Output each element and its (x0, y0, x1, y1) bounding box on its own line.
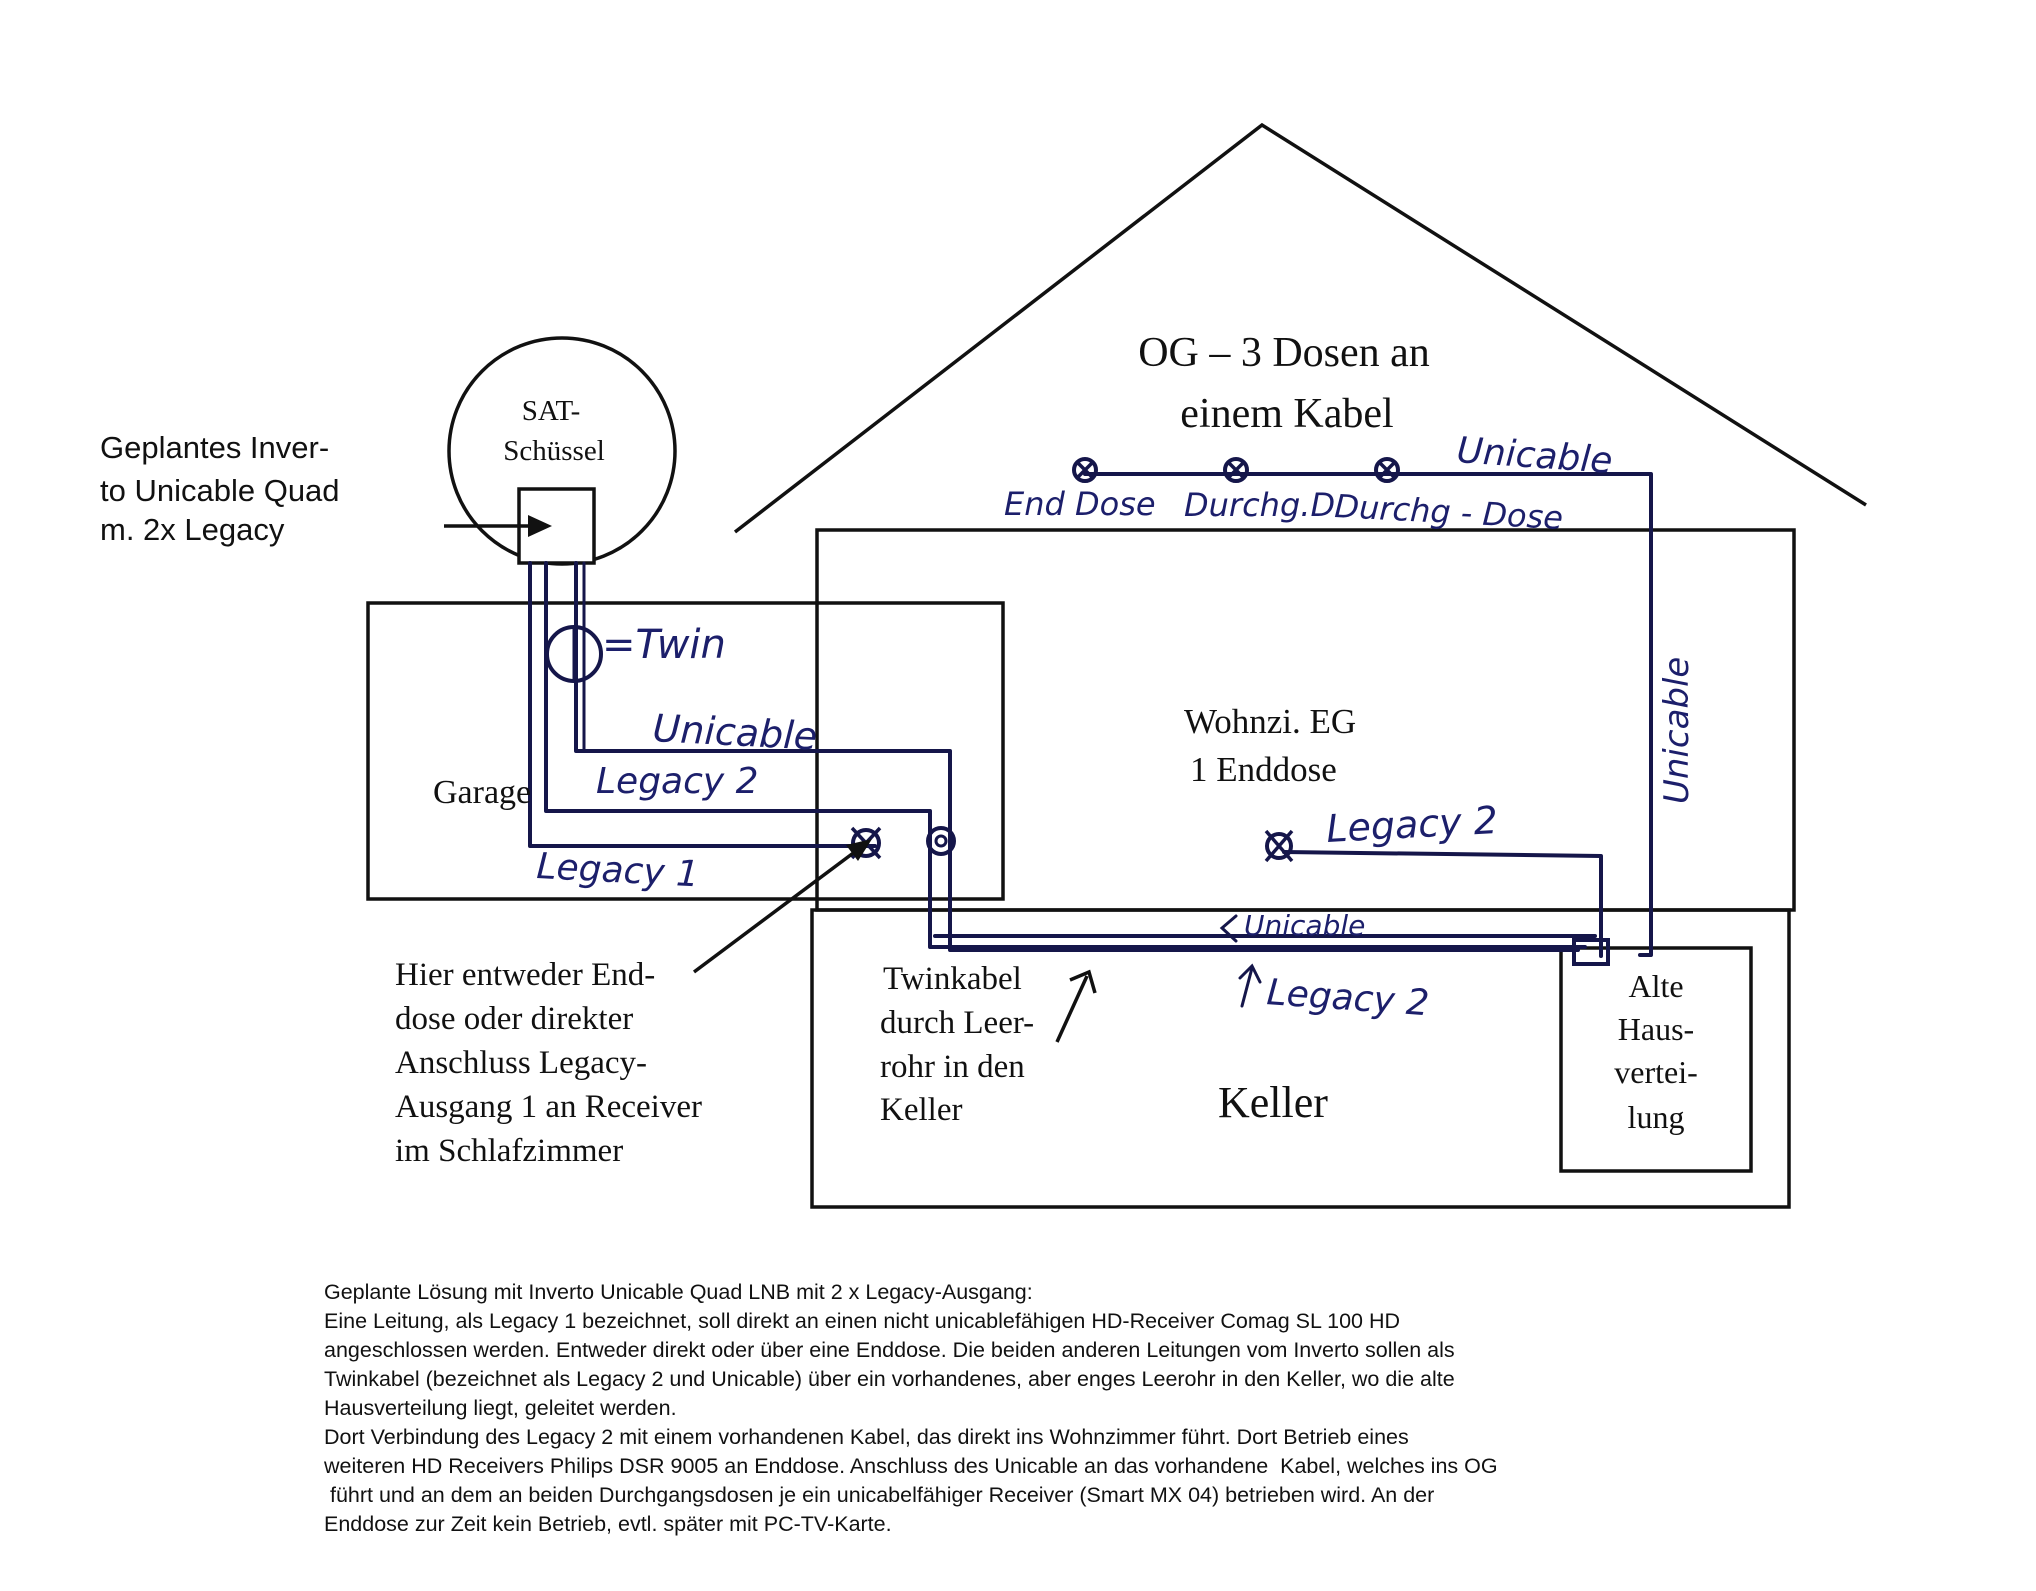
durchg-d-label: Durchg.D (1184, 486, 1335, 524)
right-unicable-label: Unicable (1657, 657, 1697, 804)
socket-cross-icon (1072, 457, 1098, 483)
pointer-arrow-hier (692, 839, 872, 974)
twinkabel-note-line3: rohr in den (880, 1049, 1025, 1085)
socket-cross-icon (1264, 829, 1294, 863)
description-line: Twinkabel (bezeichnet als Legacy 2 und U… (324, 1367, 1455, 1391)
garage-label: Garage (433, 774, 531, 811)
twinkabel-note-line2: durch Leer- (880, 1005, 1034, 1041)
lnb-caption-line2: to Unicable Quad (100, 473, 340, 508)
twinkabel-note-line4: Keller (880, 1092, 962, 1128)
description-line: angeschlossen werden. Entweder direkt od… (324, 1338, 1455, 1362)
alte-hausverteilung-label-line4: lung (1628, 1099, 1685, 1135)
description-line: Dort Verbindung des Legacy 2 mit einem v… (324, 1425, 1409, 1449)
wohnzimmer-label-line2: 1 Enddose (1190, 750, 1337, 789)
roof-outline (733, 122, 1867, 534)
description-line: führt und an dem an beiden Durchgangsdos… (324, 1483, 1435, 1507)
junction-mark (1572, 938, 1610, 966)
passthrough-socket-icon (926, 826, 956, 856)
legacy2-direction-arrow (1238, 963, 1262, 1008)
wohnzimmer-legacy2-cable (1282, 850, 1603, 958)
socket-cross-icon (1223, 457, 1249, 483)
hier-note-line2: dose oder direkter (395, 1001, 633, 1037)
pointer-arrow-twinkabel (1055, 969, 1097, 1043)
alte-hausverteilung-label-line2: Haus- (1618, 1011, 1694, 1047)
description-line: Hausverteilung liegt, geleitet werden. (324, 1396, 677, 1420)
garage-legacy1-label: Legacy 1 (536, 846, 700, 895)
sat-label: SAT- (522, 395, 581, 427)
lnb-caption: Geplantes Inver- (100, 430, 329, 465)
alte-hausverteilung-label-line3: vertei- (1614, 1054, 1698, 1090)
garage-unicable-label: Unicable (652, 706, 819, 759)
garage-walls (366, 601, 1005, 901)
keller-unicable-label: Unicable (1244, 909, 1365, 942)
keller-legacy2-label: Legacy 2 (1265, 972, 1430, 1024)
description-line: weiteren HD Receivers Philips DSR 9005 a… (324, 1454, 1498, 1478)
unicable-direction-arrow (1219, 914, 1238, 943)
socket-cross-icon (1374, 457, 1400, 483)
description-line: Geplante Lösung mit Inverto Unicable Qua… (324, 1280, 1033, 1304)
hier-note-line5: im Schlafzimmer (395, 1133, 623, 1169)
description-line: Eine Leitung, als Legacy 1 bezeichnet, s… (324, 1309, 1401, 1333)
alte-hausverteilung-box (1559, 946, 1753, 1173)
hier-note-line4: Ausgang 1 an Receiver (395, 1089, 702, 1125)
end-dose-label: End Dose (1004, 485, 1156, 523)
hier-note-line3: Anschluss Legacy- (395, 1045, 647, 1081)
description-line: Enddose zur Zeit kein Betrieb, evtl. spä… (324, 1512, 892, 1536)
twin-symbol-icon (545, 625, 603, 683)
unicable-cable (574, 561, 1580, 952)
feed-arrow-icon (444, 515, 552, 537)
lnb-caption-line3: m. 2x Legacy (100, 512, 285, 547)
hier-note: Hier entweder End- (395, 957, 655, 993)
legacy2-cable (544, 561, 1587, 949)
alte-hausverteilung-label: Alte (1628, 968, 1683, 1004)
og-title-line2: einem Kabel (1180, 391, 1393, 437)
keller-label: Keller (1218, 1078, 1328, 1127)
wohnzimmer-label: Wohnzi. EG (1184, 702, 1356, 741)
og-title: OG – 3 Dosen an (1138, 330, 1430, 376)
wohn-legacy2-label: Legacy 2 (1325, 798, 1499, 851)
twin-legend: =Twin (602, 622, 726, 668)
legacy1-cable (528, 561, 877, 848)
garage-legacy2-label: Legacy 2 (596, 761, 759, 802)
lnb-box (517, 487, 596, 565)
twinkabel-note: Twinkabel (883, 961, 1022, 997)
sat-label-line2: Schüssel (503, 435, 605, 467)
keller-walls (810, 908, 1791, 1209)
description-text: Geplante Lösung mit Inverto Unicable Qua… (324, 1278, 1884, 1539)
og-riser-cable (1083, 472, 1653, 957)
